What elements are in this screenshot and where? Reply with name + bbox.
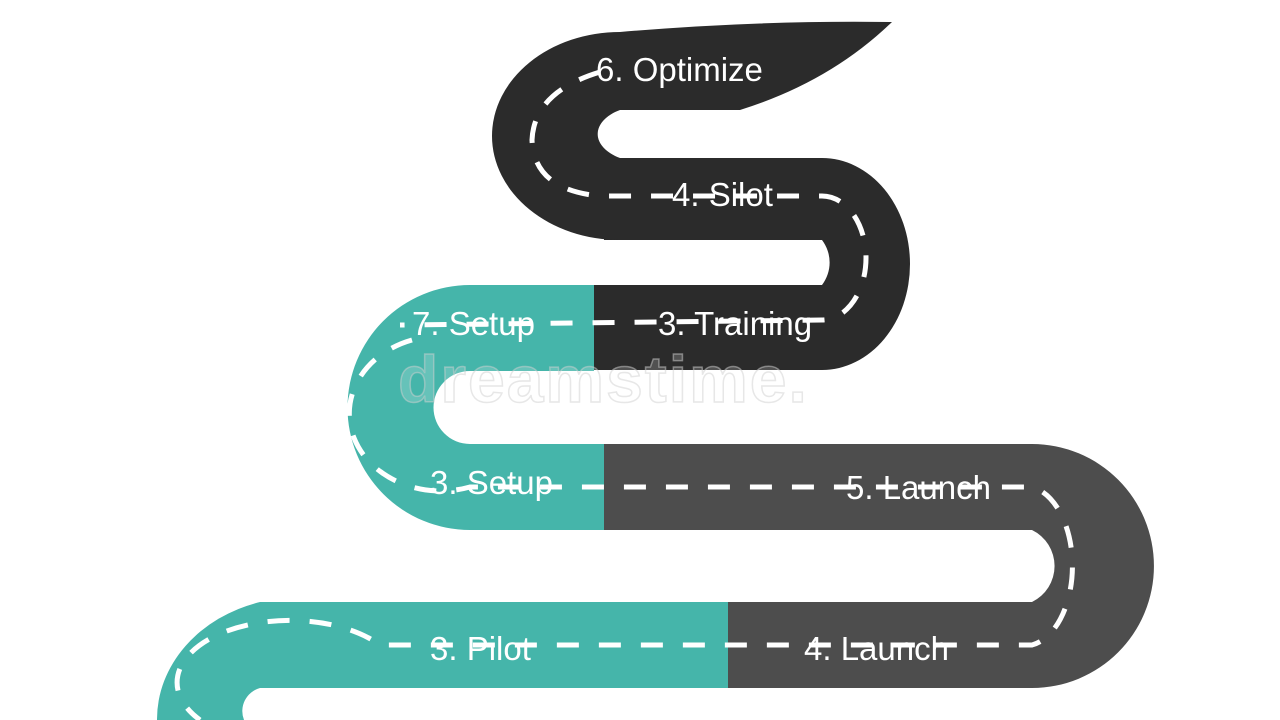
watermark: dreamstime. [398,342,809,416]
road-segment-launch-turn [600,444,1154,688]
stage-label-silot: 4. Silot [672,176,773,213]
road-segment-pilot [156,602,728,720]
stage-labels: 6. Optimize 4. Silot 3. Training 7. Setu… [412,51,991,667]
stage-label-setup-3: 3. Setup [430,464,553,501]
stage-label-setup-7: 7. Setup [412,305,535,342]
stage-label-launch-5: 5. Launch [846,469,991,506]
lane-marking-top [399,69,869,328]
stage-label-launch-4: 4. Launch [804,630,949,667]
stage-label-training: 3. Training [658,305,812,342]
stage-label-pilot: 3. Pilot [430,630,531,667]
lane-marking-middle [174,337,1075,720]
stage-label-optimize: 6. Optimize [596,51,763,88]
lane-markings [174,69,1075,720]
road-segment-setup-turn [347,285,604,530]
